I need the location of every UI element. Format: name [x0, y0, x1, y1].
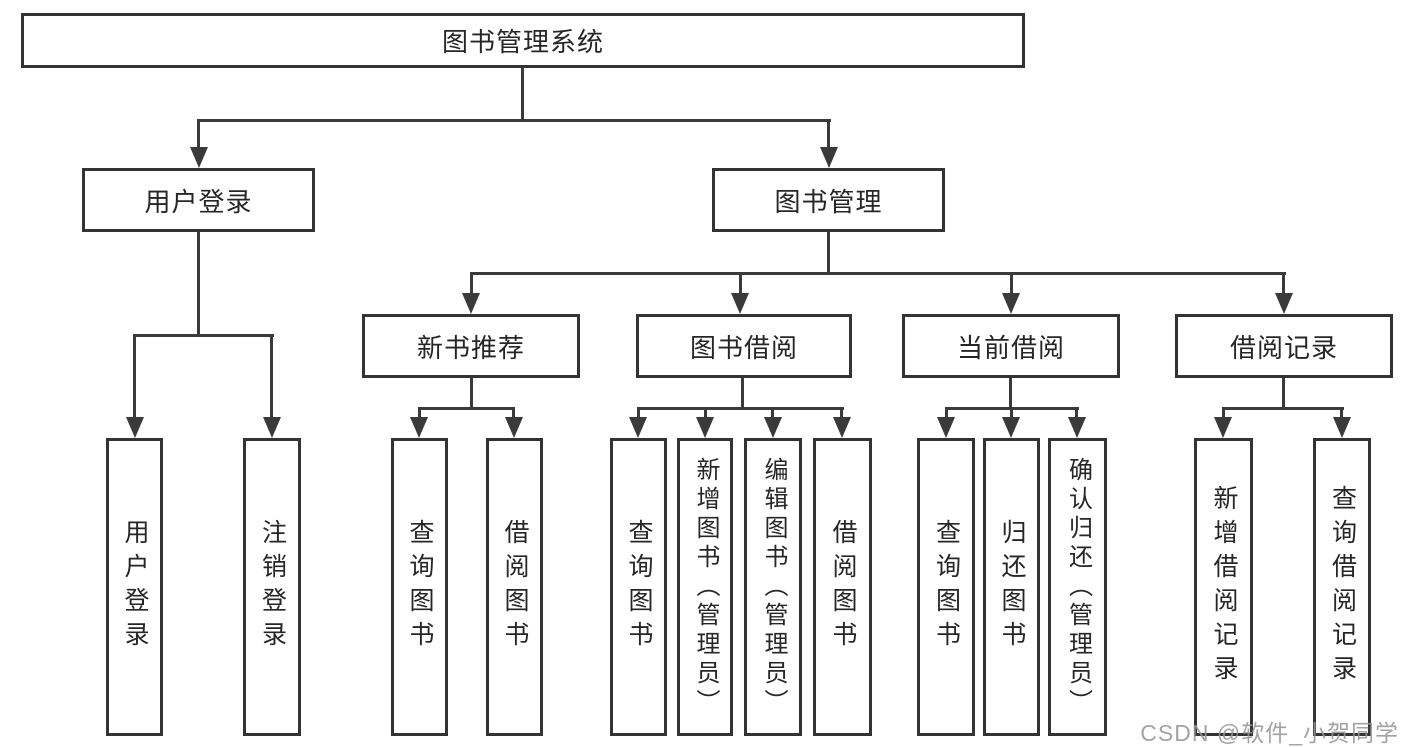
leaf-confirm-return-admin-label: 确认归还（管理员） [1064, 456, 1092, 718]
connector-drop-leaf-user-login [133, 334, 136, 417]
arrowhead-borrow-records [1275, 293, 1293, 314]
connector-root-rail [197, 119, 831, 122]
connector-book-borrow-rail [637, 407, 844, 410]
connector-current-borrow-stem [1009, 378, 1012, 407]
connector-drop-query-borrow-record [1340, 407, 1343, 417]
node-book-management-label: 图书管理 [774, 186, 883, 217]
leaf-logout-label: 注销登录 [258, 519, 287, 655]
arrowhead-new-book-recommend [462, 293, 480, 314]
connector-drop-borrow-book-recommend [512, 407, 515, 417]
leaf-confirm-return-admin: 确认归还（管理员） [1048, 438, 1107, 736]
arrowhead-return-book [1002, 417, 1020, 438]
node-root: 图书管理系统 [21, 13, 1025, 68]
connector-book-borrow-stem [741, 378, 744, 407]
arrowhead-borrow-book-recommend [505, 417, 523, 438]
connector-drop-return-book [1010, 407, 1013, 417]
leaf-borrow-book-recommend: 借阅图书 [486, 438, 543, 736]
leaf-query-borrow-record: 查询借阅记录 [1313, 438, 1371, 736]
leaf-add-borrow-record: 新增借阅记录 [1194, 438, 1253, 736]
node-user-login-label: 用户登录 [144, 186, 253, 217]
node-borrow-records-label: 借阅记录 [1229, 332, 1338, 363]
connector-drop-new-book-recommend [470, 272, 473, 293]
arrowhead-add-book-admin [696, 417, 714, 438]
leaf-query-book-recommend: 查询图书 [391, 438, 448, 736]
arrowhead-leaf-user-login [126, 417, 144, 438]
connector-drop-confirm-return-admin [1075, 407, 1078, 417]
arrowhead-current-borrow [1002, 293, 1020, 314]
leaf-query-book-recommend-label: 查询图书 [406, 519, 434, 655]
leaf-logout: 注销登录 [243, 438, 301, 736]
connector-drop-book-management [827, 119, 830, 147]
leaf-user-login-label: 用户登录 [121, 519, 149, 655]
node-book-borrow: 图书借阅 [636, 314, 852, 378]
leaf-query-book-borrow-label: 查询图书 [625, 519, 653, 655]
arrowhead-confirm-return-admin [1068, 417, 1086, 438]
connector-drop-leaf-logout [270, 334, 273, 417]
arrowhead-query-borrow-record [1333, 417, 1351, 438]
connector-borrow-records-stem [1282, 378, 1285, 407]
leaf-query-book-current-label: 查询图书 [932, 519, 961, 655]
leaf-edit-book-admin-label: 编辑图书（管理员） [760, 456, 787, 718]
connector-drop-add-book-admin [704, 407, 707, 417]
leaf-borrow-book-label: 借阅图书 [829, 519, 857, 655]
arrowhead-book-management [820, 147, 838, 168]
arrowhead-query-book-recommend [410, 417, 428, 438]
node-new-book-recommend-label: 新书推荐 [416, 332, 525, 363]
leaf-borrow-book: 借阅图书 [813, 438, 872, 736]
leaf-add-book-admin-label: 新增图书（管理员） [692, 456, 719, 718]
connector-root-stem [521, 68, 524, 119]
connector-user-login-stem [197, 232, 200, 334]
arrowhead-borrow-book [833, 417, 851, 438]
node-current-borrow-label: 当前借阅 [956, 332, 1065, 363]
arrowhead-query-book-borrow [629, 417, 647, 438]
node-book-borrow-label: 图书借阅 [689, 332, 798, 363]
arrowhead-edit-book-admin [764, 417, 782, 438]
connector-borrow-records-rail [1222, 407, 1344, 410]
node-book-management: 图书管理 [712, 168, 945, 232]
csdn-watermark: CSDN @软件_小贺同学 [1140, 720, 1399, 746]
arrowhead-add-borrow-record [1214, 417, 1232, 438]
connector-user-login-rail [133, 334, 274, 337]
node-user-login: 用户登录 [82, 168, 315, 232]
connector-book-management-stem [827, 232, 830, 272]
node-root-label: 图书管理系统 [441, 27, 604, 57]
connector-drop-book-borrow [739, 272, 742, 293]
connector-drop-query-book-recommend [418, 407, 421, 417]
leaf-return-book-label: 归还图书 [998, 519, 1026, 655]
node-borrow-records: 借阅记录 [1175, 314, 1393, 378]
connector-drop-user-login [197, 119, 200, 147]
leaf-query-book-borrow: 查询图书 [610, 438, 667, 736]
connector-book-management-rail [470, 272, 1286, 275]
leaf-edit-book-admin: 编辑图书（管理员） [744, 438, 802, 736]
connector-drop-borrow-records [1282, 272, 1285, 293]
arrowhead-book-borrow [731, 293, 749, 314]
arrowhead-user-login [190, 147, 208, 168]
connector-drop-edit-book-admin [771, 407, 774, 417]
connector-drop-query-book-current [945, 407, 948, 417]
leaf-add-borrow-record-label: 新增借阅记录 [1210, 485, 1238, 689]
leaf-add-book-admin: 新增图书（管理员） [677, 438, 733, 736]
connector-new-book-recommend-stem [470, 378, 473, 407]
arrowhead-leaf-logout [263, 417, 281, 438]
leaf-query-borrow-record-label: 查询借阅记录 [1328, 485, 1357, 689]
leaf-borrow-book-recommend-label: 借阅图书 [501, 519, 529, 655]
leaf-user-login: 用户登录 [106, 438, 163, 736]
leaf-return-book: 归还图书 [983, 438, 1040, 736]
arrowhead-query-book-current [937, 417, 955, 438]
connector-drop-add-borrow-record [1222, 407, 1225, 417]
connector-drop-query-book-borrow [637, 407, 640, 417]
connector-drop-current-borrow [1010, 272, 1013, 293]
node-current-borrow: 当前借阅 [902, 314, 1120, 378]
connector-new-book-recommend-rail [418, 407, 515, 410]
node-new-book-recommend: 新书推荐 [362, 314, 580, 378]
connector-drop-borrow-book [840, 407, 843, 417]
leaf-query-book-current: 查询图书 [917, 438, 975, 736]
